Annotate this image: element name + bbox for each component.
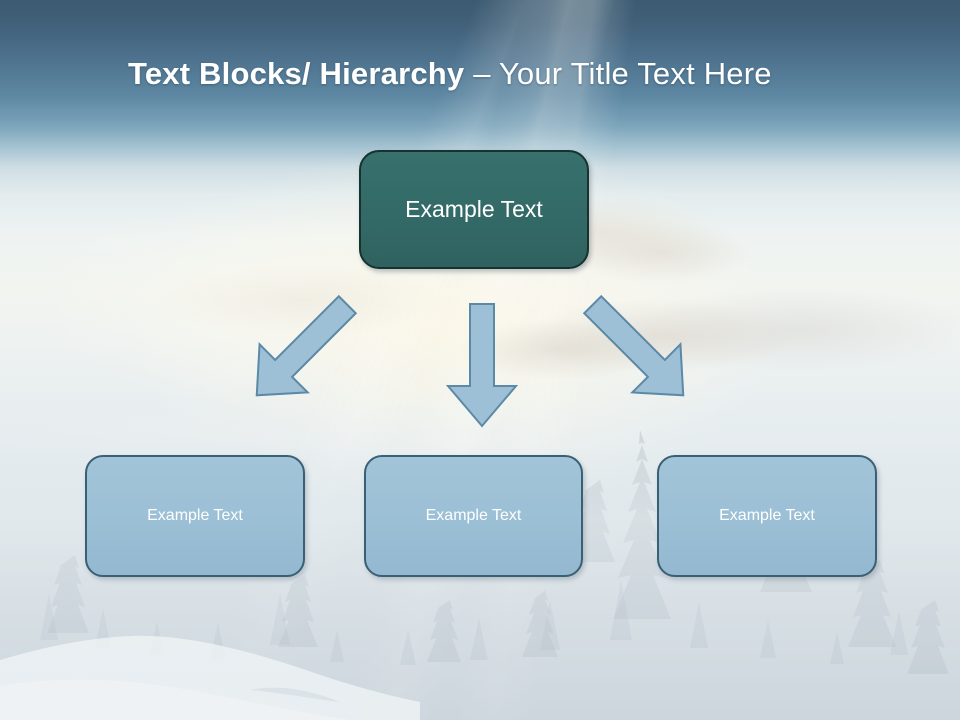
hierarchy-parent-box[interactable]: Example Text: [359, 150, 589, 269]
connector-arrow-down-right[interactable]: [568, 280, 708, 420]
slide-title: Text Blocks/ Hierarchy – Your Title Text…: [128, 52, 928, 96]
connector-arrow-down-left[interactable]: [232, 280, 372, 420]
slide-title-regular-part: – Your Title Text Here: [464, 56, 772, 91]
hierarchy-child-label-3: Example Text: [719, 507, 815, 524]
connector-arrow-down[interactable]: [440, 300, 524, 432]
hierarchy-parent-label: Example Text: [405, 196, 543, 222]
hierarchy-child-box-3[interactable]: Example Text: [657, 455, 877, 577]
slide-title-bold-part: Text Blocks/ Hierarchy: [128, 56, 465, 91]
hierarchy-child-box-2[interactable]: Example Text: [364, 455, 583, 577]
hierarchy-child-box-1[interactable]: Example Text: [85, 455, 305, 577]
hierarchy-child-label-2: Example Text: [425, 507, 522, 524]
hierarchy-child-label-1: Example Text: [147, 507, 243, 524]
